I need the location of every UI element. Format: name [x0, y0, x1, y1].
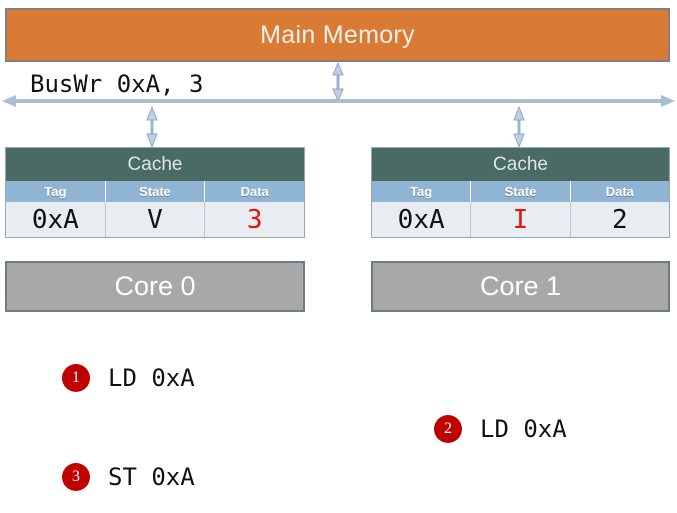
step-1-badge: 1 — [62, 364, 90, 392]
cache-1-header-tag: Tag — [372, 181, 472, 202]
bus-cache0-connector-arrow — [146, 106, 158, 148]
main-memory-label: Main Memory — [260, 20, 415, 49]
cache-0-header-state: State — [106, 181, 206, 202]
step-1: 1 LD 0xA — [62, 364, 195, 392]
cache-1-value-data: 2 — [611, 204, 628, 235]
main-memory-block: Main Memory — [5, 8, 670, 62]
step-2-badge: 2 — [434, 415, 462, 443]
cache-0-column-headers: Tag State Data — [6, 181, 304, 202]
system-bus-line — [2, 95, 675, 107]
step-1-text: LD 0xA — [108, 364, 195, 392]
bus-left-arrowhead — [2, 95, 16, 107]
cache-1-value-tag: 0xA — [372, 202, 472, 237]
step-3-text: ST 0xA — [108, 463, 195, 491]
cache-1-row: 0xA I 2 — [372, 202, 669, 237]
cache-0-header-tag: Tag — [6, 181, 106, 202]
step-2: 2 LD 0xA — [434, 415, 567, 443]
cache-1-value-state: I — [471, 202, 571, 237]
step-3-badge: 3 — [62, 463, 90, 491]
cache-block-0: Cache Tag State Data 0xA V 3 — [5, 147, 305, 238]
bus-cache1-connector-arrow — [513, 106, 525, 148]
core-1-label: Core 1 — [479, 271, 562, 301]
cache-0-header-data: Data — [240, 184, 269, 199]
cache-0-row: 0xA V 3 — [6, 202, 304, 237]
cache-1-column-headers: Tag State Data — [372, 181, 669, 202]
core-block-1: Core 1 — [371, 261, 670, 312]
cache-0-value-data: 3 — [246, 204, 263, 235]
cache-0-title: Cache — [6, 148, 304, 181]
cache-0-value-state: V — [106, 202, 206, 237]
core-0-label: Core 0 — [114, 271, 196, 301]
cache-0-value-tag: 0xA — [6, 202, 106, 237]
step-2-text: LD 0xA — [480, 415, 567, 443]
core-block-0: Core 0 — [5, 261, 305, 312]
cache-1-header-state: State — [471, 181, 571, 202]
bus-transaction-label: BusWr 0xA, 3 — [30, 70, 204, 98]
main-memory-bus-connector-arrow — [332, 62, 344, 102]
cache-1-header-data: Data — [605, 184, 634, 199]
bus-right-arrowhead — [661, 95, 675, 107]
step-3: 3 ST 0xA — [62, 463, 195, 491]
cache-block-1: Cache Tag State Data 0xA I 2 — [371, 147, 670, 238]
cache-1-title: Cache — [372, 148, 669, 181]
